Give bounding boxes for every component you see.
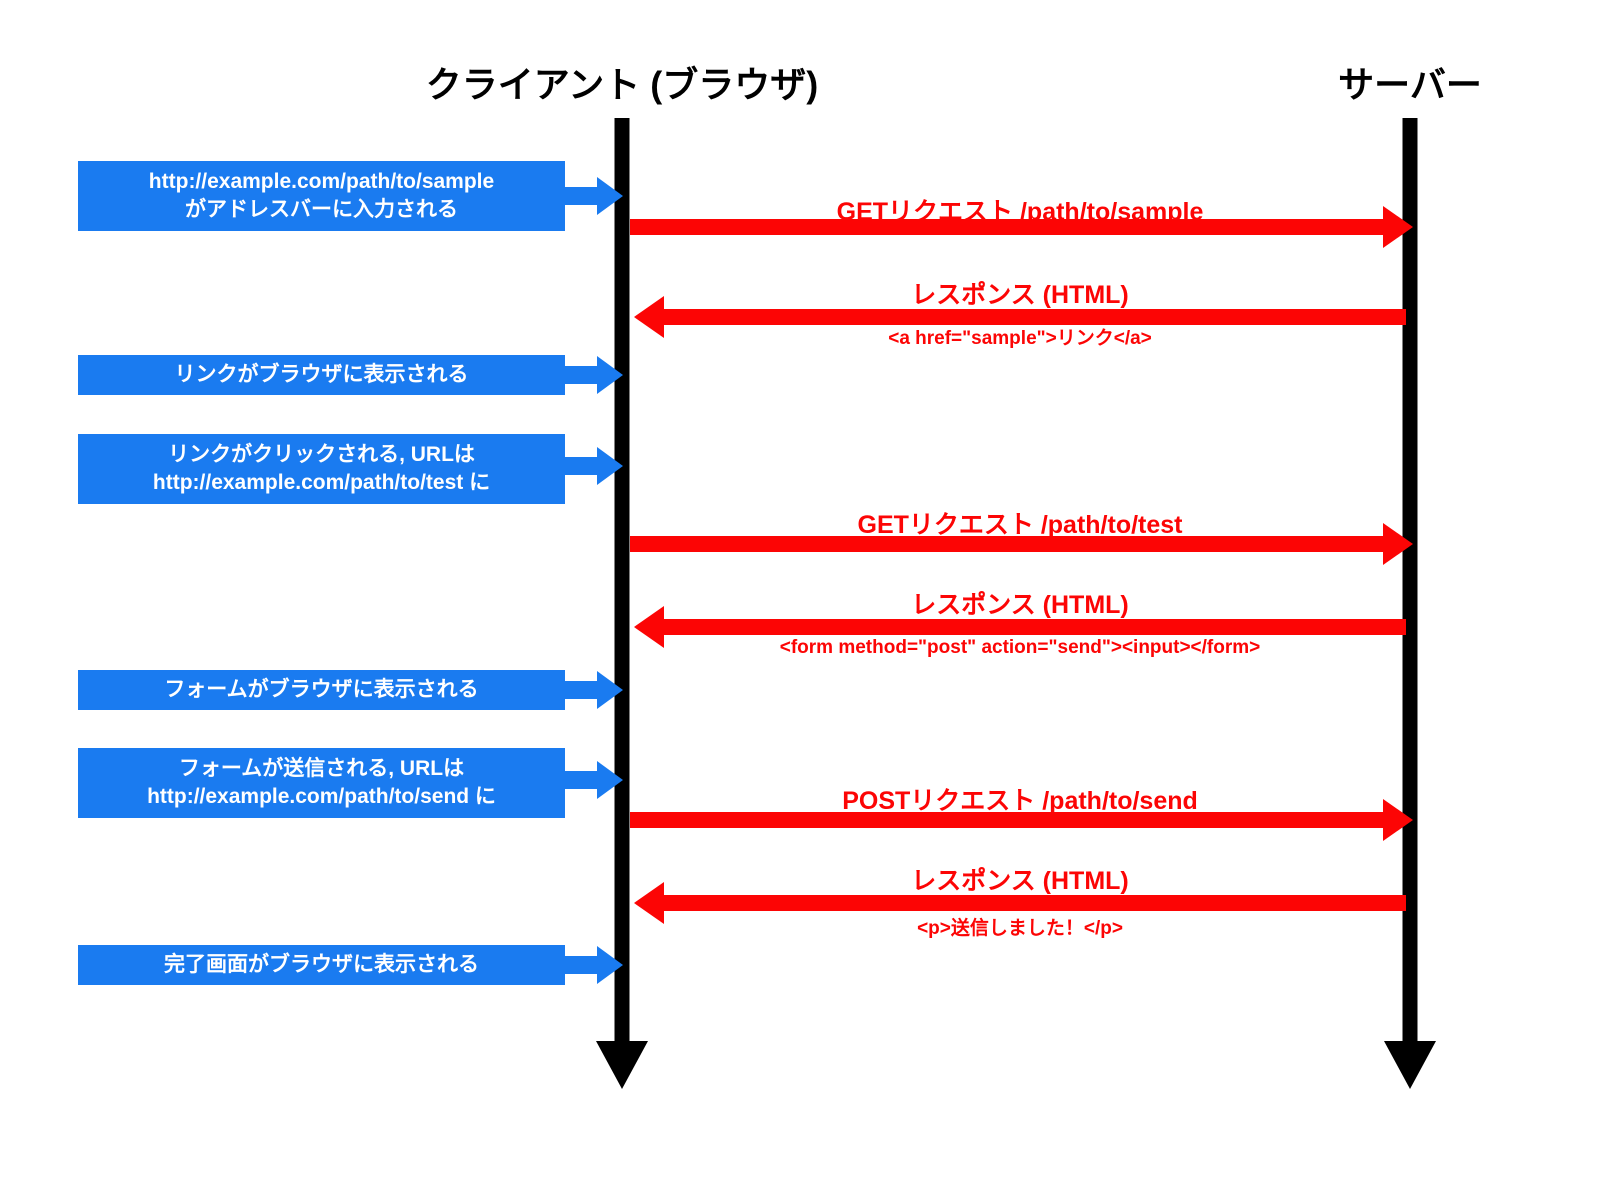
message-arrowhead-response-done [634,882,664,924]
note-connector-arrowhead-5 [597,761,623,799]
note-connector-arrowhead-1 [597,177,623,215]
message-shaft-get-test [630,536,1390,552]
note-link-clicked: リンクがクリックされる, URLは http://example.com/pat… [78,434,565,504]
note-line: リンクがクリックされる, URLは [168,443,475,467]
message-shaft-response-done [650,895,1406,911]
note-connector-arrowhead-4 [597,671,623,709]
message-arrowhead-response-form [634,606,664,648]
lifeline-label-client: クライアント (ブラウザ) [425,64,819,105]
note-line: がアドレスバーに入力される [185,198,458,221]
note-complete-displayed: 完了画面がブラウザに表示される [78,945,565,985]
note-form-displayed: フォームがブラウザに表示される [78,670,565,710]
note-connector-shaft-5 [548,771,610,789]
message-shaft-get-sample [630,219,1390,235]
note-line: フォームが送信される, URLは [178,757,465,781]
message-shaft-post-send [630,812,1390,828]
message-arrowhead-response-sample [634,296,664,338]
note-connector-arrowhead-3 [597,447,623,485]
note-connector-arrowhead-6 [597,946,623,984]
message-label-response-done: レスポンス (HTML) [911,867,1129,895]
note-line: 完了画面がブラウザに表示される [164,953,479,977]
message-arrowhead-get-test [1383,523,1413,565]
note-link-displayed: リンクがブラウザに表示される [78,355,565,395]
message-label-post-send: POSTリクエスト /path/to/send [842,787,1198,815]
note-connector-shaft-4 [548,681,610,699]
message-shaft-response-form [650,619,1406,635]
lifeline-bar-server [1402,118,1418,1063]
message-arrowhead-post-send [1383,799,1413,841]
note-connector-arrowhead-2 [597,356,623,394]
note-line: フォームがブラウザに表示される [164,678,479,702]
message-label-get-test: GETリクエスト /path/to/test [857,511,1183,539]
message-payload-response-sample: <a href="sample">リンク</a> [888,328,1152,349]
note-connector-shaft-3 [548,457,610,475]
note-form-submitted: フォームが送信される, URLは http://example.com/path… [78,748,565,818]
message-payload-response-done: <p>送信しました！</p> [917,918,1123,939]
message-label-response-sample: レスポンス (HTML) [911,281,1129,309]
lifeline-arrowhead-server [1384,1041,1436,1089]
message-shaft-response-sample [650,309,1406,325]
message-label-response-form: レスポンス (HTML) [911,591,1129,619]
note-line: リンクがブラウザに表示される [174,363,469,387]
lifeline-bar-client [614,118,630,1063]
note-connector-shaft-6 [548,956,610,974]
note-connector-shaft-2 [548,366,610,384]
message-payload-response-form: <form method="post" action="send"><input… [779,637,1261,658]
lifeline-arrowhead-client [596,1041,648,1089]
note-connector-shaft-1 [548,187,610,205]
note-url-entered: http://example.com/path/to/sample がアドレスバ… [78,161,565,231]
note-line: http://example.com/path/to/send に [147,785,496,808]
note-line: http://example.com/path/to/sample [148,170,495,194]
lifeline-label-server: サーバー [1338,64,1482,105]
note-line: http://example.com/path/to/test に [152,471,491,494]
message-arrowhead-get-sample [1383,206,1413,248]
